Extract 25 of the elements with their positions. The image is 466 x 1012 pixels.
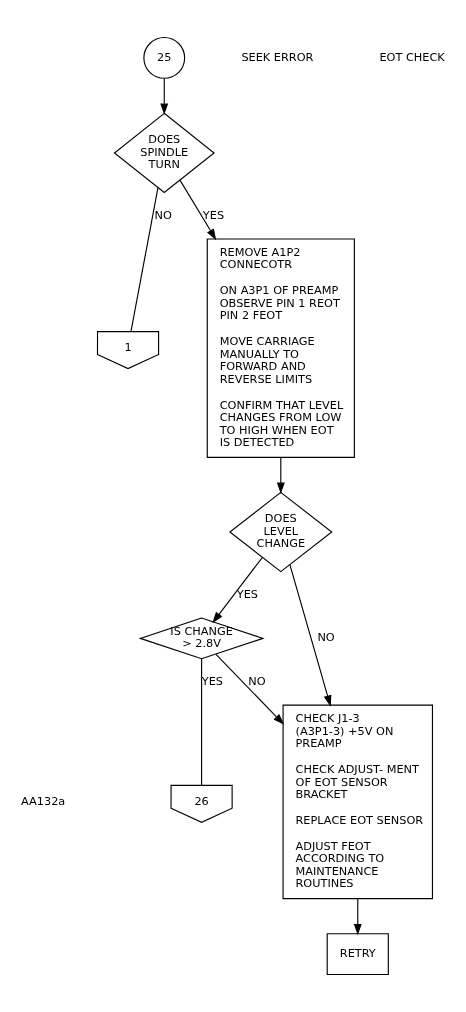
edge-label: NO (154, 208, 172, 222)
connector (130, 187, 159, 332)
arrow (353, 898, 362, 936)
label: SEEK ERROR (241, 50, 314, 64)
node-box: REMOVE A1P2 CONNECOTR ON A3P1 OF PREAMP OBSERVE PIN 1 REOT PIN 2 FEOT MOVE CARRIAGE MANUALLY TO FORWARD AND REVERSE LIMITS CONFIRM THAT LEVEL CHANGES FROM LOW TO HIGH WHEN EOT IS DETECTED (206, 238, 355, 458)
edge-label: YES (202, 208, 225, 222)
arrow (215, 653, 285, 725)
connector (201, 658, 203, 786)
node-diamond: DOES SPINDLE TURN (113, 112, 215, 194)
edge-label: YES (236, 587, 259, 601)
arrow (179, 179, 217, 241)
arrow (276, 457, 285, 494)
node-diamond: DOES LEVEL CHANGE (228, 491, 333, 573)
arrow (212, 557, 263, 624)
arrow (160, 78, 169, 115)
edge-label: YES (201, 674, 223, 688)
arrow (289, 564, 332, 707)
node-box: CHECK J1-3 (A3P1-3) +5V ON PREAMP CHECK ADJUST- MENT OF EOT SENSOR BRACKET REPLACE EOT SENSOR ADJUST FEOT ACCORDING TO MAINTENANCE ROUTINES (282, 704, 433, 900)
node-diamond: IS CHANGE > 2.8V (138, 617, 265, 660)
label: AA132a (21, 794, 66, 808)
node-box: RETRY (326, 933, 389, 976)
node-circle: 25 (143, 36, 186, 79)
label: EOT CHECK (379, 50, 445, 64)
edge-label: NO (248, 674, 266, 688)
edge-label: NO (317, 631, 335, 645)
